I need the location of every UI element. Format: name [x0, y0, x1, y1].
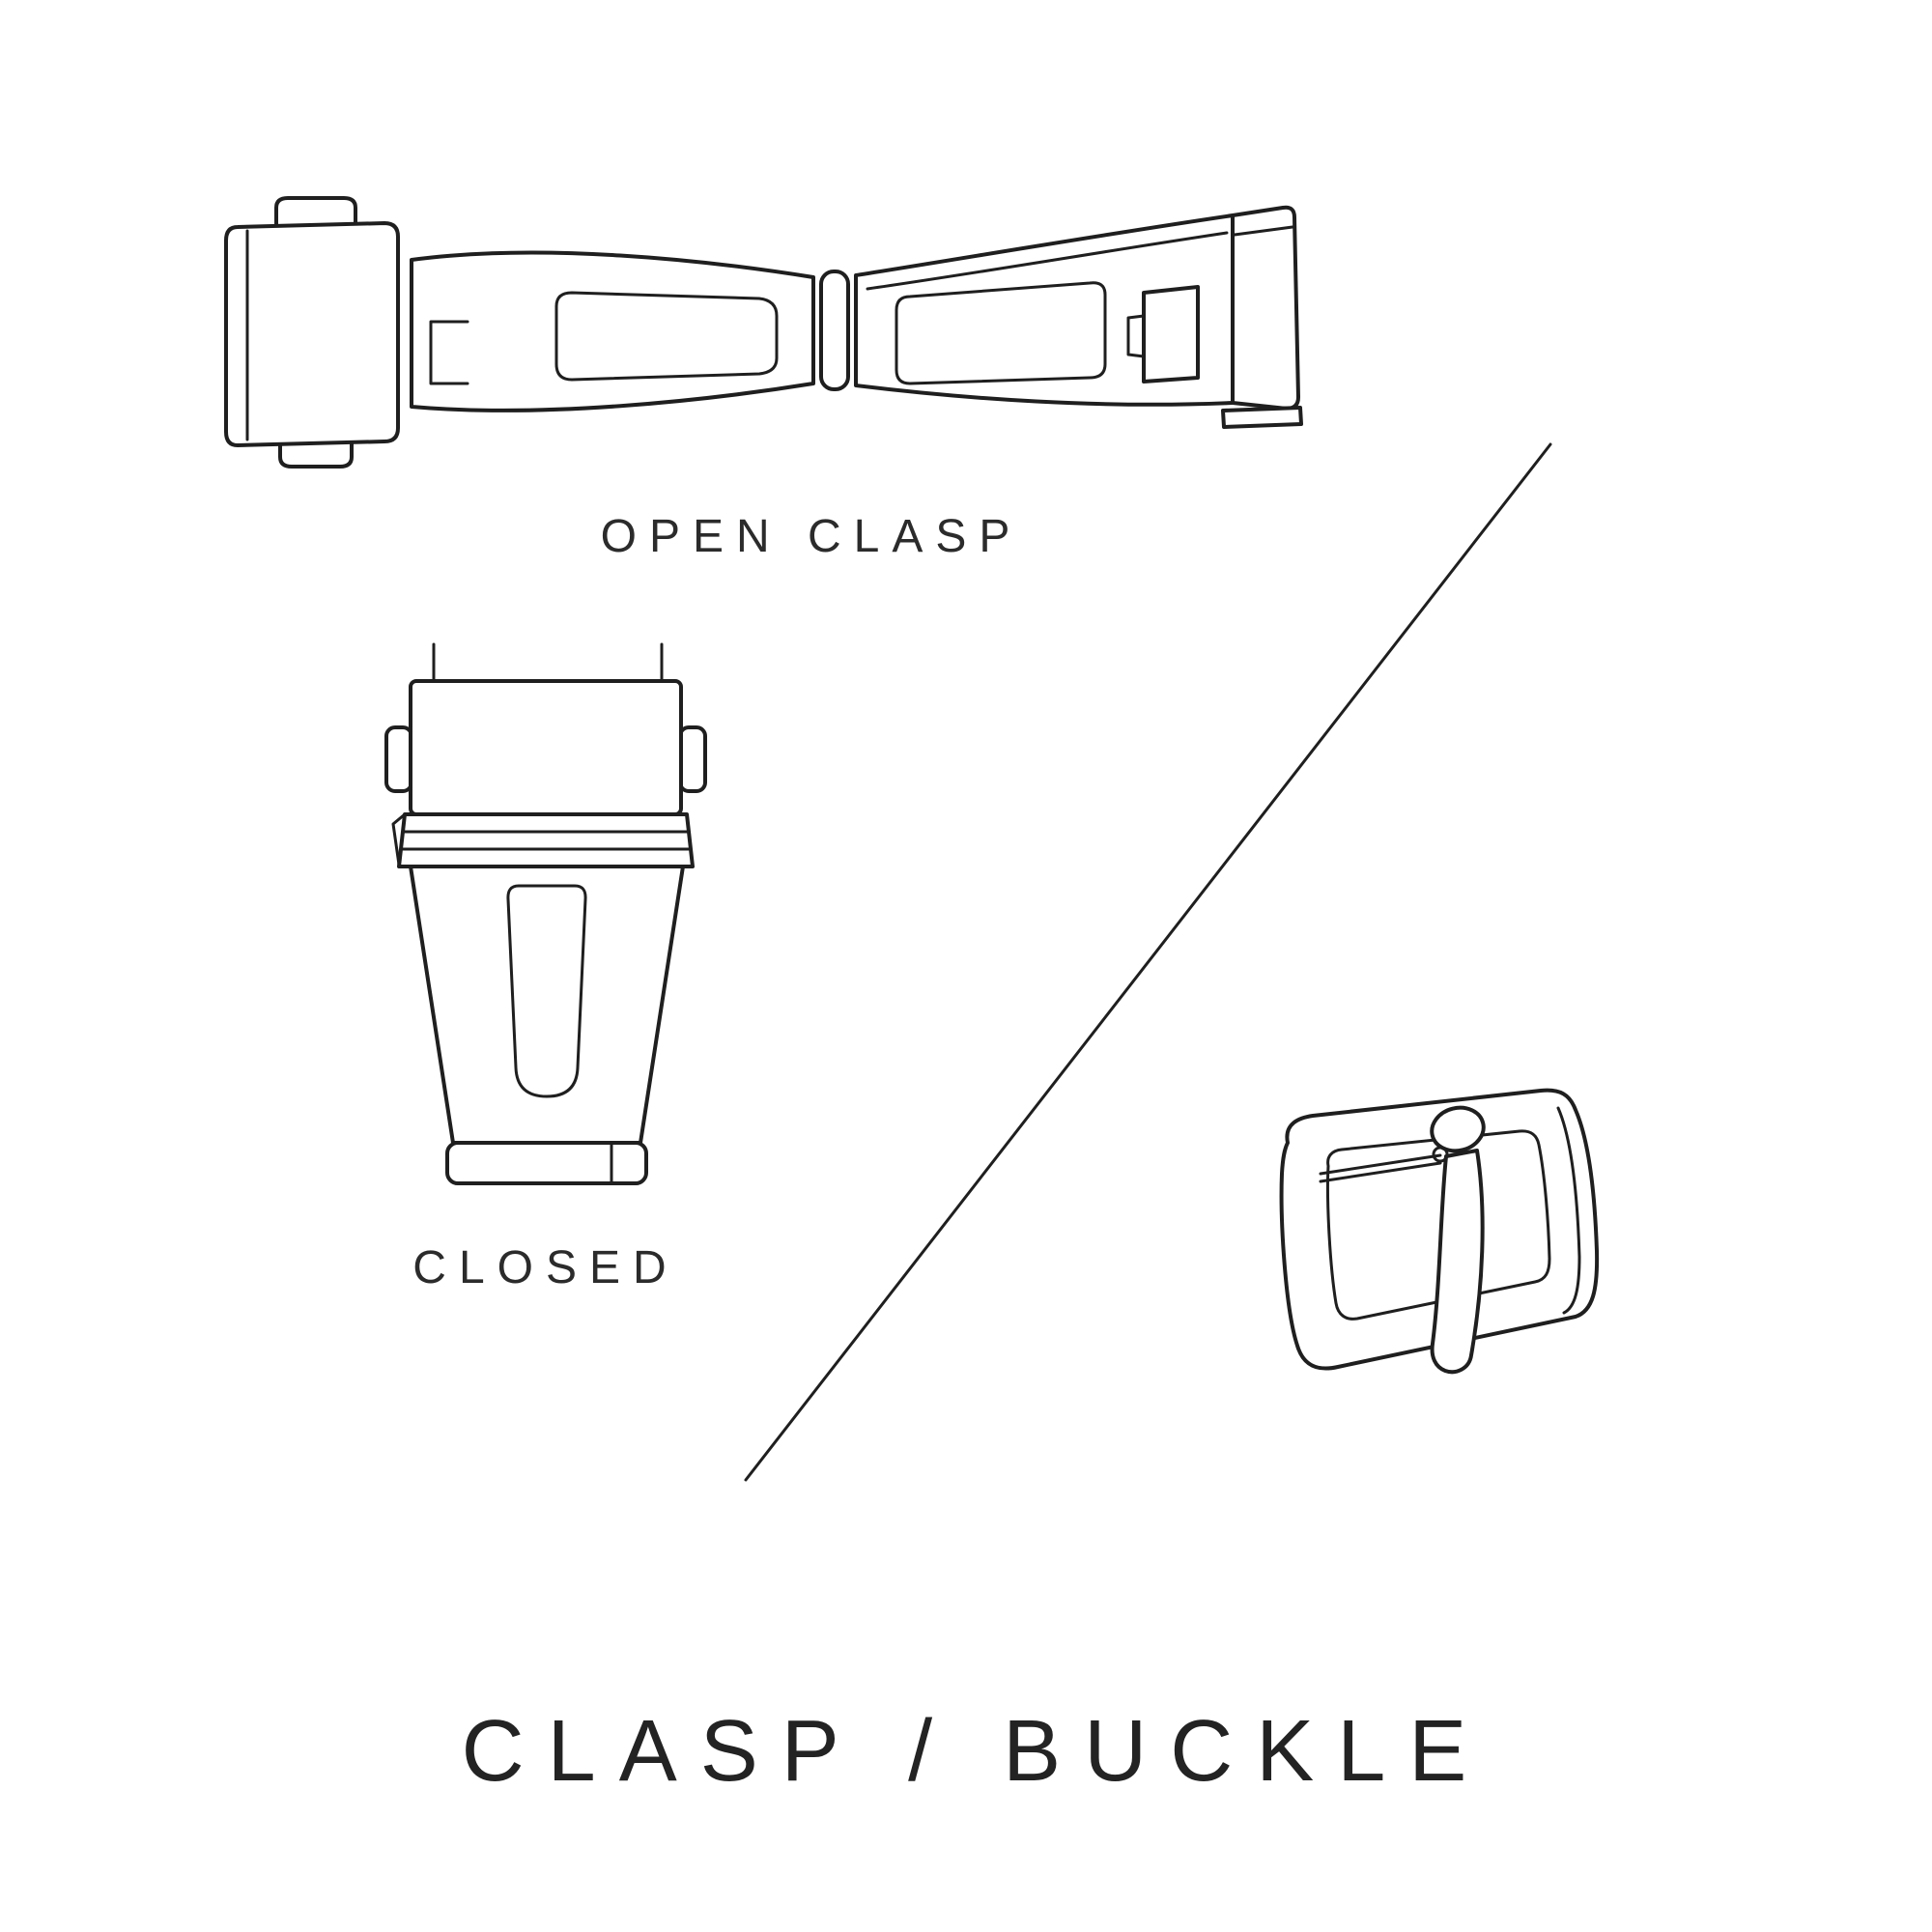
buckle-pin-joint [1432, 1146, 1449, 1163]
open-clasp-keeper [1142, 285, 1200, 384]
page-title: CLASP / BUCKLE [461, 1703, 1491, 1800]
buckle-prong-loop [1430, 1105, 1486, 1153]
buckle-roll-edge [1556, 1106, 1581, 1315]
closed-clasp-slot [506, 884, 587, 1098]
closed-clasp-illustration [384, 642, 707, 1185]
open-clasp-left-arm [410, 250, 815, 412]
open-clasp-right-panel [895, 281, 1107, 385]
closed-clasp-bottom-bar [445, 1141, 648, 1185]
divider-line [744, 442, 1552, 1482]
buckle-pin-line-1 [1319, 1161, 1442, 1183]
open-clasp-right-plate-line [1233, 225, 1294, 237]
buckle-opening [1325, 1129, 1551, 1321]
open-clasp-hook-notch [429, 320, 469, 385]
open-clasp-keeper-notch [1126, 314, 1146, 358]
buckle-pin-line-2 [1319, 1153, 1442, 1176]
open-clasp-illustration [224, 196, 1303, 469]
open-clasp-left-link [224, 221, 400, 447]
open-clasp-right-bottom-bar [1221, 406, 1303, 429]
open-clasp-left-panel [554, 291, 779, 382]
open-clasp-right-arm-edge [866, 231, 1229, 291]
closed-clasp-band-facet [391, 812, 407, 867]
closed-clasp-label: CLOSED [412, 1242, 679, 1293]
tang-buckle-illustration [1279, 1088, 1600, 1375]
open-clasp-label: OPEN CLASP [600, 511, 1023, 562]
open-clasp-hinge [819, 270, 850, 391]
buckle-prong-tongue [1430, 1149, 1485, 1375]
